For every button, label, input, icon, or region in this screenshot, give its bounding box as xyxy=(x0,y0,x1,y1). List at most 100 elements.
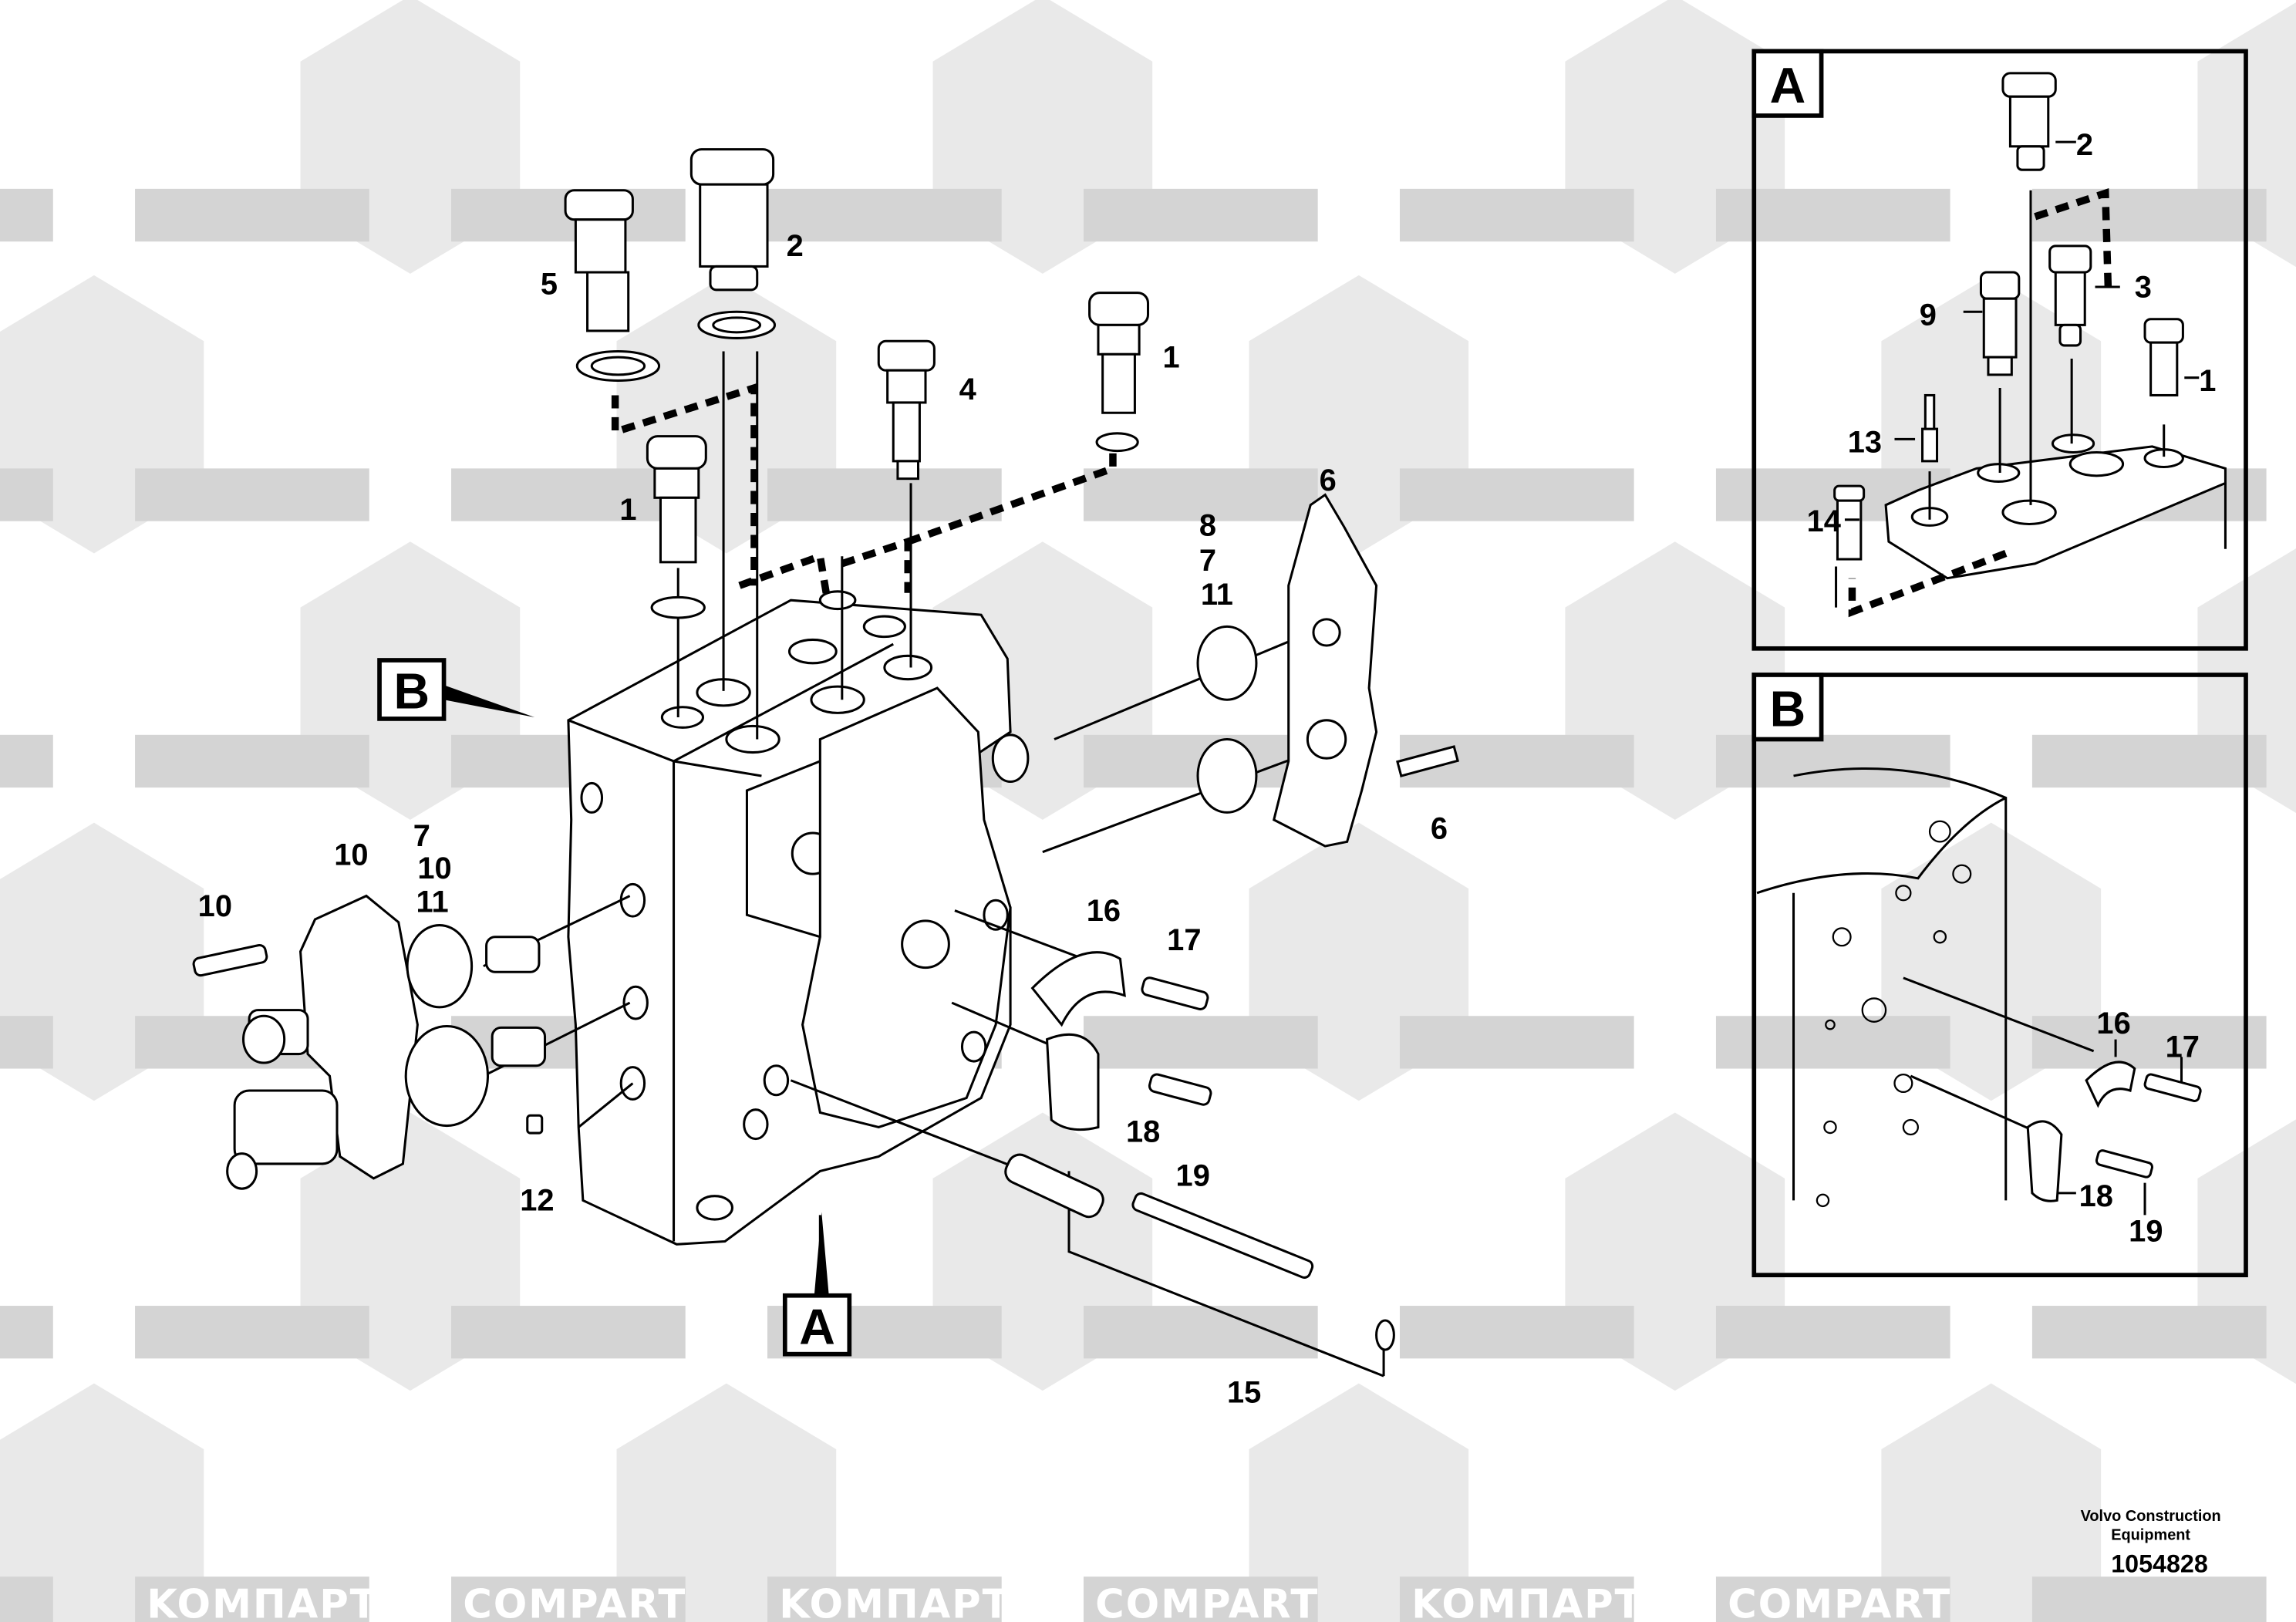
callout: 1 xyxy=(2199,364,2216,398)
callout: 7 xyxy=(1199,544,1216,578)
callout: 12 xyxy=(520,1184,554,1218)
watermark-band xyxy=(451,1576,686,1622)
watermark-band xyxy=(767,468,1002,521)
watermark-text: KOMПАРТ xyxy=(779,1581,1010,1622)
dashed-guide xyxy=(738,446,1117,601)
drawing-footer: Volvo Construction Equipment 1054828 xyxy=(2081,1508,2221,1577)
watermark-band xyxy=(0,1576,53,1622)
cartridge-1-right xyxy=(1088,292,1150,453)
callout: 2 xyxy=(2076,128,2093,162)
watermark-band xyxy=(0,468,53,521)
watermark-band xyxy=(1715,188,1950,242)
watermark-band xyxy=(1715,734,1950,788)
watermark-band xyxy=(1083,468,1318,521)
callout: 1 xyxy=(619,493,636,527)
watermark-text: COMPART xyxy=(1095,1581,1319,1622)
cartridge-1-left xyxy=(646,435,707,619)
watermark-hexagon xyxy=(1881,1383,2102,1622)
watermark-band xyxy=(135,734,369,788)
watermark-band xyxy=(0,188,53,242)
watermark-text: KOMПАРТ xyxy=(147,1581,378,1622)
clamps xyxy=(1030,951,1212,1131)
cartridge-5 xyxy=(564,189,661,383)
callout: 13 xyxy=(1848,425,1882,459)
callout: 11 xyxy=(1201,578,1233,612)
watermark-band xyxy=(1083,188,1318,242)
callout: 11 xyxy=(416,885,448,919)
watermark-band xyxy=(0,1306,53,1359)
watermark-band xyxy=(2031,1016,2267,1069)
watermark-band xyxy=(0,734,53,788)
detail-b-title: B xyxy=(1770,681,1806,737)
callout: 17 xyxy=(1167,923,1201,957)
watermark-band xyxy=(767,188,1002,242)
watermark-band xyxy=(135,1306,369,1359)
watermark-band xyxy=(2031,734,2267,788)
watermark-band xyxy=(2031,188,2267,242)
watermark-band xyxy=(1399,1016,1634,1069)
valve-body xyxy=(567,590,1030,1246)
watermark-hexagon xyxy=(616,1383,837,1622)
manufacturer-line-1: Volvo Construction xyxy=(2081,1508,2221,1525)
watermark-band xyxy=(1399,188,1634,242)
view-marker-a: A xyxy=(782,1212,852,1357)
drawing-number: 1054828 xyxy=(2111,1549,2208,1577)
callout: 19 xyxy=(1176,1158,1210,1192)
watermark-band xyxy=(451,1306,686,1359)
spool-15 xyxy=(1004,1153,1395,1351)
watermark-band xyxy=(1083,1016,1318,1069)
watermark-text: COMPART xyxy=(1728,1581,1951,1622)
callout: 15 xyxy=(1227,1375,1261,1409)
callout: 10 xyxy=(417,851,451,885)
watermark-band xyxy=(1715,1306,1950,1359)
watermark-text: KOMПАРТ xyxy=(1411,1581,1643,1622)
callout: 2 xyxy=(787,229,804,263)
watermark-band xyxy=(451,468,686,521)
callout: 19 xyxy=(2129,1215,2163,1249)
watermark-hexagon xyxy=(0,1383,204,1622)
watermark-band xyxy=(1399,1576,1634,1622)
callout: 9 xyxy=(1920,298,1937,332)
detail-view-b: B 16 17 18 19 xyxy=(1752,673,2248,1278)
cartridge-4 xyxy=(877,339,936,481)
plate-6 xyxy=(1196,493,1460,848)
watermark-band xyxy=(135,468,369,521)
callout: 5 xyxy=(541,268,558,302)
watermark-band xyxy=(135,188,369,242)
callout: 16 xyxy=(1087,894,1121,928)
callout: 10 xyxy=(334,838,368,872)
watermark-band xyxy=(2031,1306,2267,1359)
watermark-band xyxy=(1399,468,1634,521)
callout: 14 xyxy=(1807,504,1841,538)
watermark-band xyxy=(1399,1306,1634,1359)
detail-a-title: A xyxy=(1770,58,1806,113)
watermark-band xyxy=(767,1576,1002,1622)
callout: 18 xyxy=(1126,1114,1160,1148)
watermark-band xyxy=(1083,1576,1318,1622)
callout: 6 xyxy=(1431,812,1448,846)
watermark-text: COMPART xyxy=(463,1581,686,1622)
callout: 8 xyxy=(1199,509,1216,543)
detail-view-a: A 2 3 9 1 13 14 xyxy=(1752,49,2248,651)
watermark-band xyxy=(135,1576,369,1622)
view-label-b: B xyxy=(394,664,430,720)
callout: 10 xyxy=(198,889,232,923)
callout: 7 xyxy=(413,819,430,853)
watermark-band xyxy=(2031,1576,2267,1622)
callout: 6 xyxy=(1320,464,1337,497)
watermark-band xyxy=(1715,1016,1950,1069)
watermark-hexagon xyxy=(1249,1383,1469,1622)
view-marker-b: B xyxy=(377,658,535,721)
callout: 17 xyxy=(2166,1030,2200,1064)
cover-10 xyxy=(192,894,547,1190)
watermark-band xyxy=(0,1016,53,1069)
main-assembly: B A 5 2 4 1 1 6 8 7 11 6 10 7 10 11 10 1… xyxy=(192,148,1460,1409)
watermark-band xyxy=(1715,1576,1950,1622)
callout: 1 xyxy=(1162,340,1179,374)
main-callouts: 5 2 4 1 1 6 8 7 11 6 10 7 10 11 10 16 17… xyxy=(198,229,1448,1409)
callout: 3 xyxy=(2135,270,2152,304)
callout: 16 xyxy=(2096,1007,2130,1040)
callout: 4 xyxy=(959,373,976,406)
